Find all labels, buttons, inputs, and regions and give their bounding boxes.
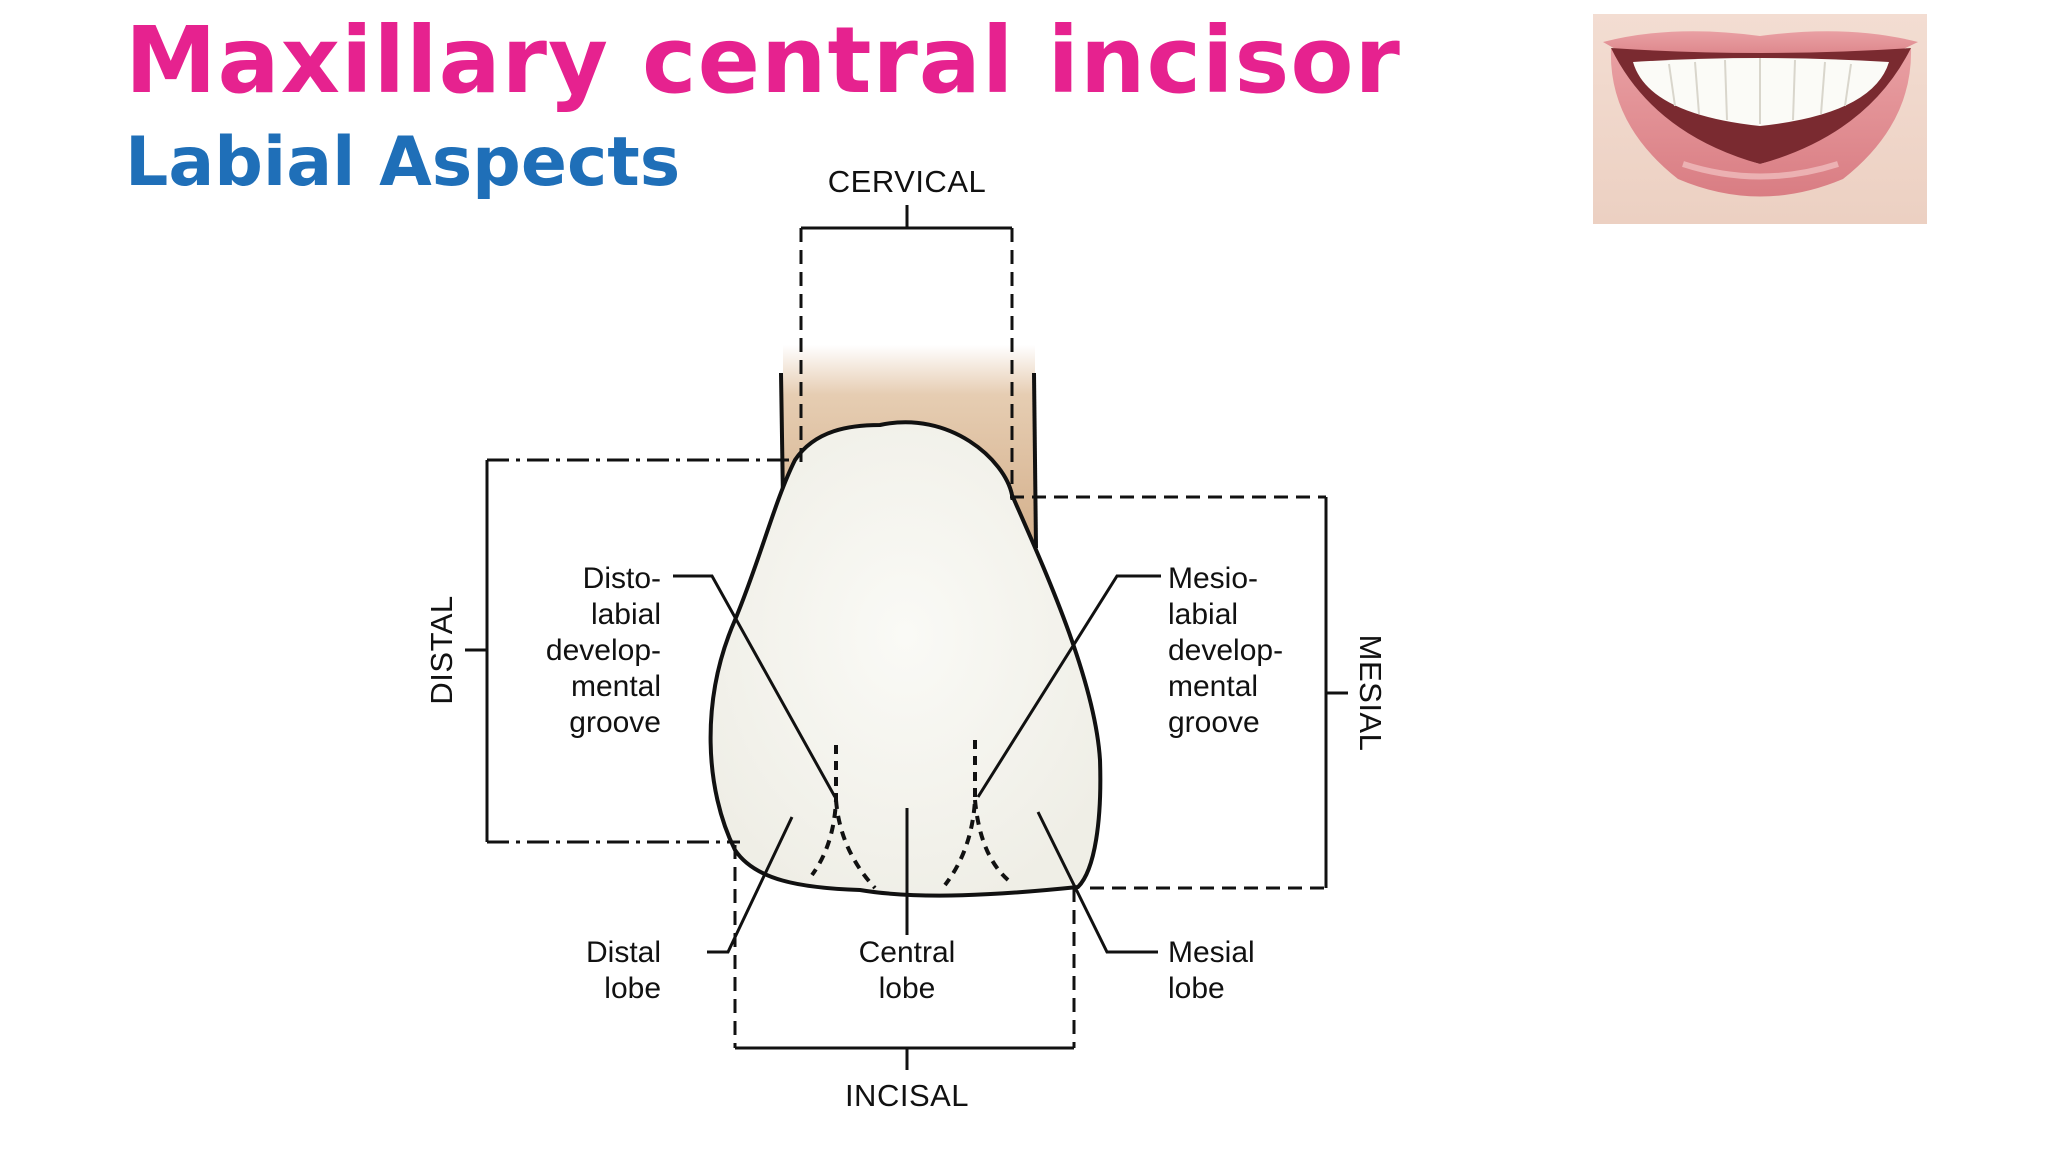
- mesio-groove-line-5: groove: [1168, 706, 1260, 739]
- cervical-bracket: [799, 205, 1014, 500]
- slide-title: Maxillary central incisor: [125, 7, 1401, 114]
- root-right-edge: [1032, 372, 1038, 549]
- cervical-label: CERVICAL: [828, 164, 987, 199]
- mesial-lobe-label: Mesial lobe: [1168, 936, 1255, 1005]
- mesio-groove-line-3: develop-: [1168, 634, 1283, 667]
- slide-subtitle: Labial Aspects: [125, 123, 681, 202]
- central-lobe-label: Central lobe: [859, 936, 956, 1005]
- mesial-label: MESIAL: [1353, 635, 1388, 752]
- distal-lobe-line-1: Distal: [586, 936, 661, 969]
- disto-groove-line-2: labial: [591, 598, 661, 631]
- incisal-bracket: [733, 845, 1076, 1070]
- central-lobe-line-1: Central: [859, 936, 956, 969]
- distal-lobe-label: Distal lobe: [586, 936, 661, 1005]
- distal-lobe-line-2: lobe: [604, 972, 661, 1005]
- incisal-label: INCISAL: [845, 1078, 969, 1113]
- crown: [708, 420, 1103, 898]
- central-lobe-line-2: lobe: [879, 972, 936, 1005]
- leader-lines: [673, 574, 1161, 954]
- grooves: [810, 740, 1010, 890]
- mesio-groove-line-1: Mesio-: [1168, 562, 1258, 595]
- mesial-lobe-line-2: lobe: [1168, 972, 1225, 1005]
- disto-groove-line-4: mental: [571, 670, 661, 703]
- distal-label: DISTAL: [424, 595, 459, 704]
- disto-groove-line-5: groove: [569, 706, 661, 739]
- mesio-groove-line-4: mental: [1168, 670, 1258, 703]
- disto-groove-line-1: Disto-: [583, 562, 661, 595]
- disto-groove-line-3: develop-: [546, 634, 661, 667]
- smile-photo: [1593, 14, 1927, 224]
- mesial-lobe-line-1: Mesial: [1168, 936, 1255, 969]
- root-left-edge: [779, 372, 785, 501]
- mesio-labial-groove-label: Mesio- labial develop- mental groove: [1168, 562, 1283, 739]
- mesial-bracket: [1010, 495, 1348, 890]
- distal-bracket: [465, 458, 790, 844]
- mesio-groove-line-2: labial: [1168, 598, 1238, 631]
- disto-labial-groove-label: Disto- labial develop- mental groove: [546, 562, 661, 739]
